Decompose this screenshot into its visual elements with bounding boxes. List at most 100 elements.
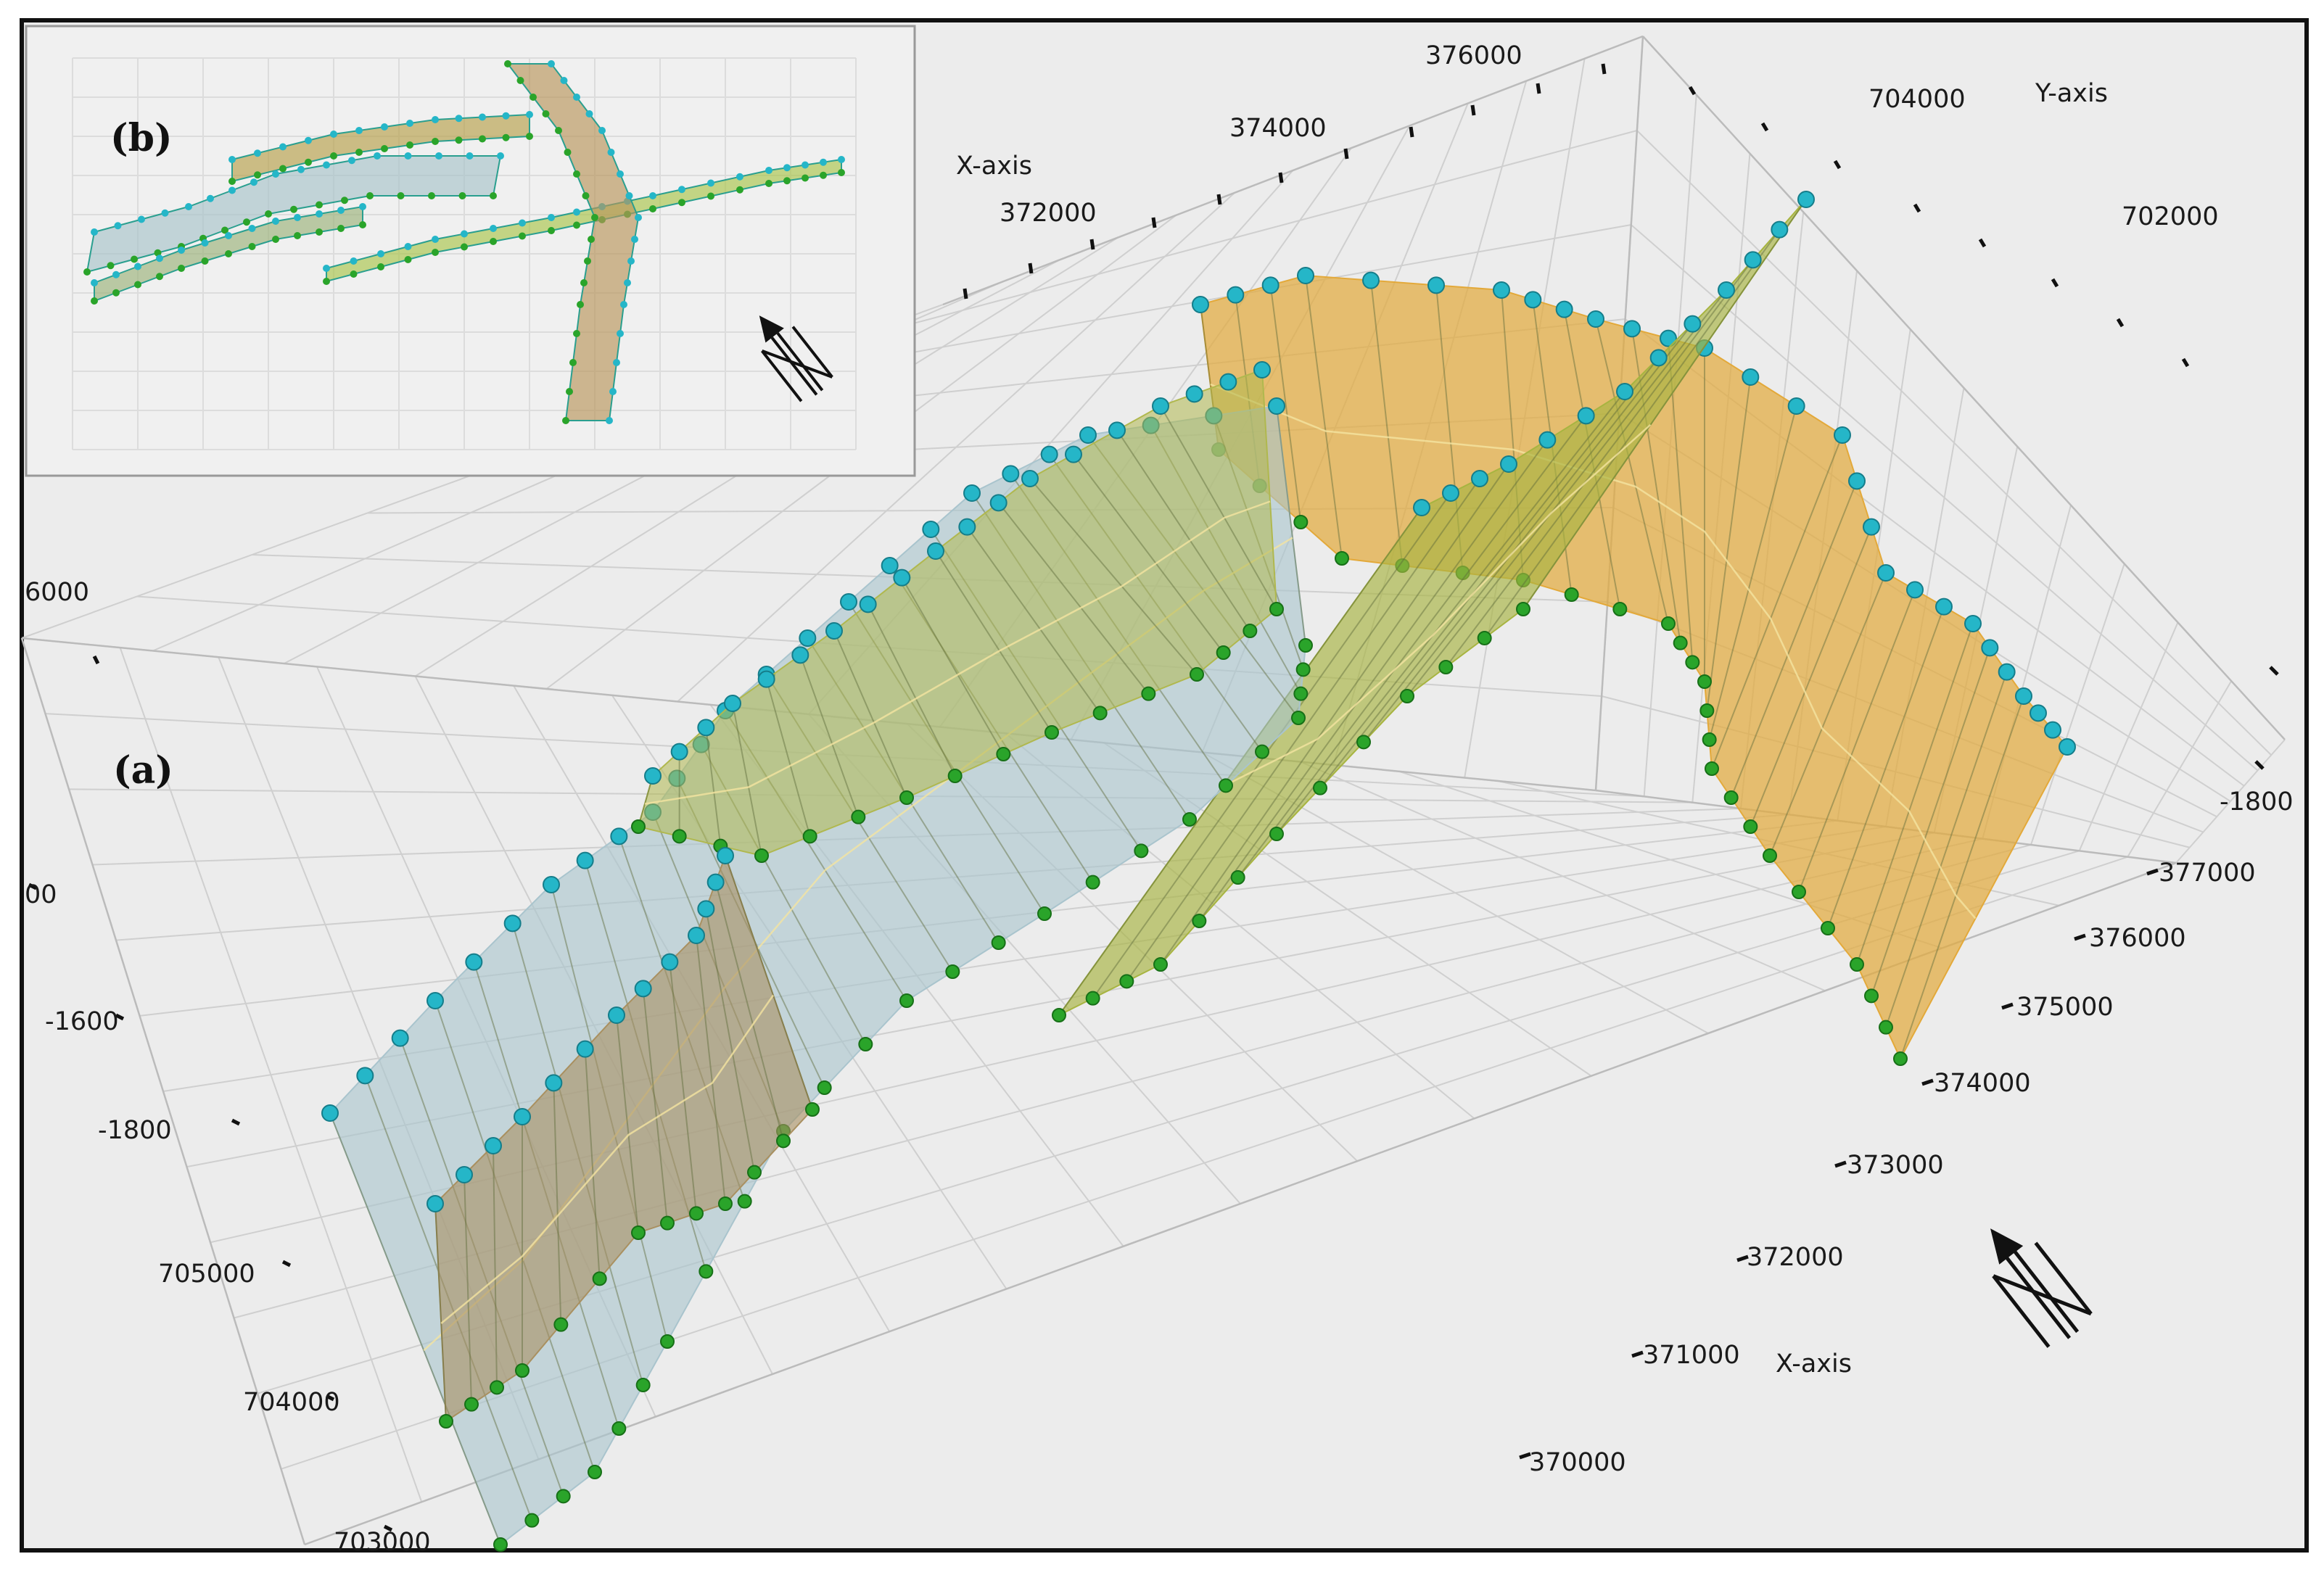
inset-node-marker xyxy=(435,152,442,160)
top-node-marker xyxy=(1660,329,1677,347)
fault-mesh-line xyxy=(997,502,1150,695)
inset-node-marker xyxy=(707,192,714,200)
bottom-node-marker xyxy=(1269,827,1284,841)
bottom-node-marker xyxy=(493,1537,508,1552)
bottom-node-marker xyxy=(1699,703,1715,718)
top-node-marker xyxy=(1002,465,1020,483)
bottom-node-marker xyxy=(858,1037,873,1051)
bottom-node-marker xyxy=(556,1489,571,1504)
fault-mesh-line xyxy=(1319,357,1660,789)
top-node-marker xyxy=(1219,373,1237,391)
bottom-node-marker xyxy=(1661,616,1676,631)
inset-node-marker xyxy=(156,255,163,262)
bottom-node-marker xyxy=(699,1264,714,1279)
top-node-marker xyxy=(1787,397,1805,415)
inset-node-marker xyxy=(490,225,497,232)
top-node-marker xyxy=(1649,349,1668,367)
bottom-node-marker xyxy=(1141,686,1156,701)
top-node-marker xyxy=(927,542,944,560)
grid-line xyxy=(1636,130,2272,756)
top-node-marker xyxy=(465,953,483,971)
bottom-node-marker xyxy=(1255,744,1269,759)
bottom-node-marker xyxy=(1516,602,1530,616)
inset-node-marker xyxy=(526,111,533,118)
inset-node-marker xyxy=(432,236,439,243)
inset-node-marker xyxy=(588,236,595,243)
inset-node-marker xyxy=(272,170,279,178)
bottom-node-marker xyxy=(1792,885,1806,899)
inset-node-marker xyxy=(201,239,209,247)
right-x-tick-371000: 371000 xyxy=(1643,1341,1740,1370)
bottom-node-marker xyxy=(1243,624,1258,638)
inset-node-marker xyxy=(765,167,772,174)
top-node-marker xyxy=(2059,738,2076,756)
fault-trace-line xyxy=(1210,383,1977,919)
top-node-marker xyxy=(644,767,662,785)
fault-mesh-line xyxy=(1160,463,1509,965)
inset-node-marker xyxy=(606,417,613,424)
top-node-marker xyxy=(791,646,809,664)
inset-node-marker xyxy=(406,141,413,149)
top-node-marker xyxy=(1108,421,1126,439)
inset-node-marker xyxy=(432,116,439,123)
inset-node-marker xyxy=(573,170,580,178)
fault-mesh-line xyxy=(1769,572,1887,856)
top-node-marker xyxy=(706,873,725,891)
inset-node-marker xyxy=(635,214,642,221)
top-node-marker xyxy=(634,980,652,998)
inset-node-marker xyxy=(620,301,627,308)
fault-mesh-line xyxy=(1029,478,1198,675)
inset-node-marker xyxy=(316,210,323,218)
left-tick-704000: 704000 xyxy=(243,1388,340,1417)
bottom-node-marker xyxy=(754,848,769,863)
inset-node-marker xyxy=(617,330,624,337)
top-node-marker xyxy=(1065,445,1082,463)
inset-node-marker xyxy=(573,94,580,101)
top-x-tick-376000: 376000 xyxy=(1425,41,1522,70)
inset-node-marker xyxy=(736,186,743,194)
bottom-node-marker xyxy=(1219,778,1233,793)
inset-node-marker xyxy=(406,120,413,127)
inset-node-marker xyxy=(625,192,633,199)
top-node-marker xyxy=(688,927,705,944)
bottom-node-marker xyxy=(439,1414,453,1429)
inset-node-marker xyxy=(562,417,569,424)
inset-node-marker xyxy=(519,232,526,240)
top-node-marker xyxy=(1998,663,2016,681)
fault-mesh-line xyxy=(1885,671,2008,1028)
bottom-node-marker xyxy=(718,1196,733,1211)
top-node-marker xyxy=(1297,267,1314,284)
fault-mesh-line xyxy=(725,855,813,1110)
fault-mesh-line xyxy=(714,882,784,1141)
tick-mark xyxy=(231,1118,241,1126)
top-node-marker xyxy=(427,1195,444,1212)
inset-node-marker xyxy=(607,149,615,156)
top-node-marker xyxy=(724,695,741,712)
top-node-marker xyxy=(456,1166,473,1183)
fault-mesh-line xyxy=(705,909,755,1173)
fault-mesh-line xyxy=(867,603,956,777)
tick-mark xyxy=(1536,83,1541,94)
top-node-marker xyxy=(881,557,899,574)
bottom-node-marker xyxy=(747,1165,762,1180)
inset-node-marker xyxy=(201,257,209,265)
top-node-marker xyxy=(1524,291,1542,309)
fault-mesh-line xyxy=(329,1112,501,1545)
bottom-node-marker xyxy=(1085,875,1100,890)
inset-node-marker xyxy=(83,268,91,276)
top-node-marker xyxy=(1538,431,1557,449)
inset-node-marker xyxy=(519,219,526,227)
fault-mesh-line xyxy=(1363,323,1694,743)
fault-mesh-line xyxy=(1198,439,1549,922)
bottom-node-marker xyxy=(1192,914,1207,928)
tick-mark xyxy=(2074,933,2086,941)
inset-node-marker xyxy=(580,279,588,286)
top-node-marker xyxy=(661,953,679,971)
inset-node-marker xyxy=(112,289,120,297)
inset-node-marker xyxy=(530,94,537,101)
bottom-node-marker xyxy=(1190,667,1204,682)
top-node-marker xyxy=(1079,426,1097,444)
inset-node-marker xyxy=(461,243,468,251)
fault-mesh-line xyxy=(1706,376,1752,711)
fault-mesh-line xyxy=(1595,318,1669,624)
